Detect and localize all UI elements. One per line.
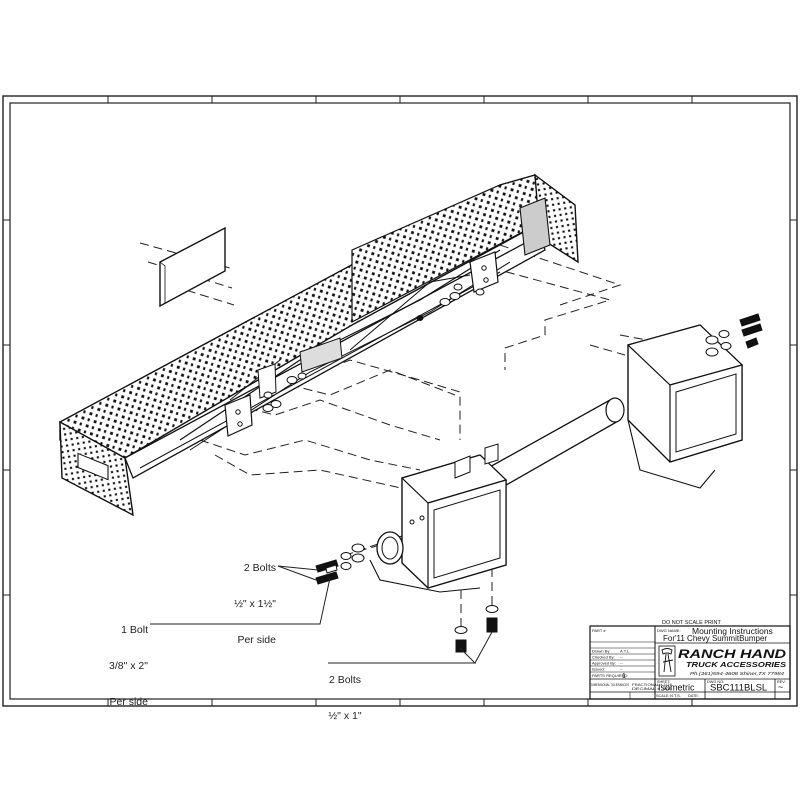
logo-ranch-hand: RANCH HAND (678, 647, 786, 661)
parts-required-value: 1 (622, 673, 626, 680)
scale-label: SCALE: (656, 694, 670, 698)
callout-bolts-c-size: ½" x 1" (328, 710, 362, 722)
frame-hardware (315, 313, 763, 653)
scale-value: N.T.S. (670, 693, 681, 698)
callout-bolt-b-size: 3/8" x 2" (109, 660, 148, 672)
title-block (589, 625, 791, 700)
callout-bolts-c-count: 2 Bolts (328, 674, 362, 686)
callout-bolt-b-qty: Per side (109, 696, 148, 708)
parts-required-label: PARTS REQUIRED: (592, 673, 628, 678)
approved-by-value: -- (620, 661, 623, 666)
callout-bolts-half-by-one-half: 2 Bolts ½" x 1½" Per side (196, 538, 276, 658)
sheet-value: Isometric (658, 683, 695, 693)
callout-bolt-three-eighths: 1 Bolt 3/8" x 2" Per side (70, 600, 148, 720)
dwg-name-line2: For'11 Chevy SummitBumper (663, 634, 767, 643)
dwg-name-line1: Mounting Instructions (692, 626, 773, 636)
approved-by-label: Approved By: (592, 661, 616, 666)
decimal-tolerance: DECIMAL ± .005 (632, 687, 672, 691)
drawn-by-value: A.T.L. (620, 649, 630, 654)
sheet-border (2, 95, 798, 707)
dwg-no-label: DWG NO: (707, 680, 724, 684)
logo-truck-accessories: TRUCK ACCESSORIES (686, 662, 786, 669)
frame-crossmember (369, 324, 744, 593)
license-plate-bracket (159, 226, 226, 308)
callout-bolts-a-count: 2 Bolts (243, 562, 276, 574)
callout-bolts-a-size: ½" x 1½" (234, 598, 276, 610)
bumper-hardware (262, 283, 485, 412)
do-not-scale-notice: DO NOT SCALE PRINT (662, 620, 722, 626)
sheet-label: SHEET: (657, 680, 670, 684)
bumper-assembly (59, 173, 579, 517)
date-label: DATE: (688, 694, 699, 698)
callout-bolt-b-count: 1 Bolt (121, 624, 148, 636)
dwg-name-label: DWG NAME: (657, 628, 681, 633)
dwg-no-value: SBC111BLSL (710, 683, 767, 694)
callout-leaders (150, 565, 493, 664)
issued-label: Issued: (592, 667, 605, 672)
logo-contact: Ph.(361)594-4608 Shiner,TX 77984 (690, 671, 785, 676)
ranch-hand-logo-mark (658, 645, 676, 677)
drawn-by-label: Drawn By: (592, 649, 610, 654)
part-number-label: PART # (592, 628, 606, 633)
fractional-tolerance: FRACTIONAL ± 1/16 (632, 683, 672, 687)
tolerances-label: DIMENSIONAL TOLERANCES (591, 683, 629, 687)
rev-label: REV: (777, 680, 786, 684)
rev-value: ~ (778, 682, 783, 692)
checked-by-value: -- (620, 655, 623, 660)
checked-by-label: Checked By: (592, 655, 615, 660)
callout-bolts-half-by-one: 2 Bolts ½" x 1" (300, 650, 390, 734)
callout-bolts-a-qty: Per side (237, 634, 276, 646)
issued-value: -- (620, 667, 623, 672)
